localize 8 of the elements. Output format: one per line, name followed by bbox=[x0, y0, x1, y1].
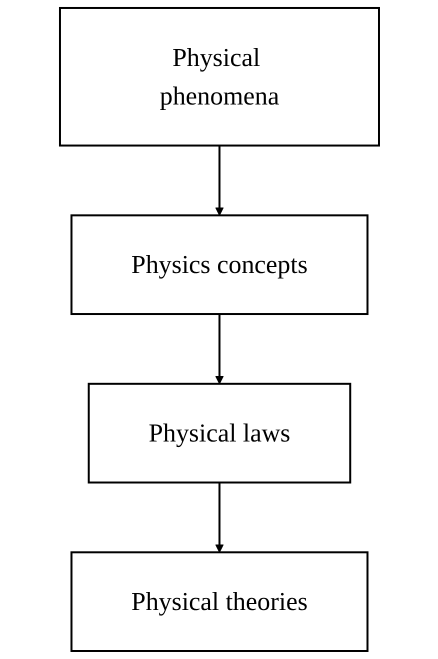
arrow bbox=[214, 314, 224, 384]
flowchart: Physical phenomena Physics concepts Physical laws Physical theories bbox=[52, 0, 386, 659]
node-box bbox=[70, 551, 368, 652]
node-box bbox=[70, 214, 368, 316]
node-box bbox=[87, 382, 351, 484]
arrow bbox=[214, 146, 224, 216]
node-box bbox=[58, 7, 380, 147]
arrow bbox=[214, 482, 224, 553]
